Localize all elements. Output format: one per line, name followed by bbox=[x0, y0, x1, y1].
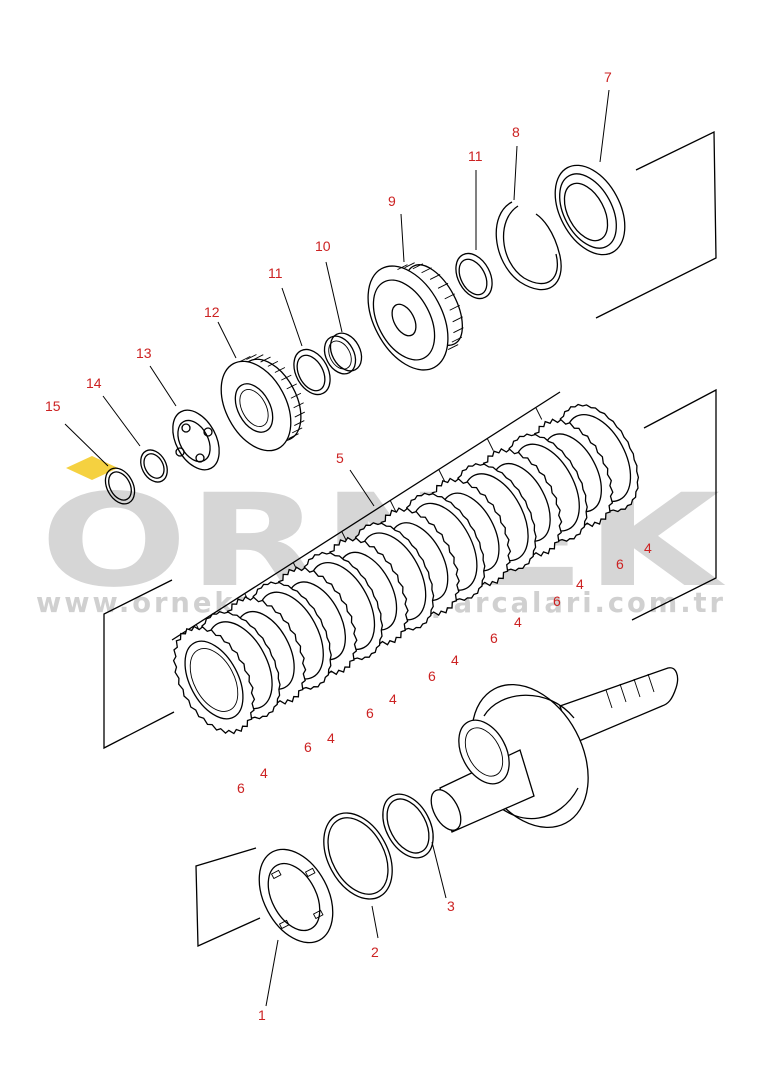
callout-3: 3 bbox=[447, 898, 455, 914]
clutch-pack-bracket bbox=[631, 388, 717, 621]
callout-6-d: 6 bbox=[428, 668, 436, 684]
callout-4-e: 4 bbox=[389, 691, 397, 707]
callout-12: 12 bbox=[204, 304, 220, 320]
part-13-bearing bbox=[172, 409, 220, 471]
leader-lines bbox=[64, 89, 610, 1007]
clutch-disc-stack bbox=[172, 403, 640, 735]
callout-4-b: 4 bbox=[576, 576, 584, 592]
part-14-ring bbox=[140, 449, 168, 483]
callout-4-g: 4 bbox=[260, 765, 268, 781]
watermark-logo-accent bbox=[66, 456, 118, 480]
callout-11-lower: 11 bbox=[268, 265, 283, 281]
callout-13: 13 bbox=[136, 345, 152, 361]
callout-6-b: 6 bbox=[553, 593, 561, 609]
callout-9: 9 bbox=[388, 193, 396, 209]
callout-6-g: 6 bbox=[237, 780, 245, 796]
callout-8: 8 bbox=[512, 124, 520, 140]
callout-1: 1 bbox=[258, 1007, 266, 1023]
callout-11-upper: 11 bbox=[468, 148, 483, 164]
part-1-piston bbox=[258, 848, 334, 944]
top-group-bracket bbox=[595, 130, 717, 319]
callout-4-a: 4 bbox=[644, 540, 652, 556]
clutch-pack-top-edge bbox=[171, 391, 561, 641]
clutch-drum-shaft bbox=[430, 667, 679, 833]
callout-6-e: 6 bbox=[366, 705, 374, 721]
callout-4-d: 4 bbox=[451, 652, 459, 668]
part-12-gear bbox=[220, 354, 305, 452]
part-10-needle-bearing bbox=[323, 332, 363, 375]
part-15-snap-ring bbox=[104, 467, 136, 505]
callout-4-f: 4 bbox=[327, 730, 335, 746]
clutch-pack-bracket-left bbox=[103, 579, 175, 750]
part-11-ring-upper bbox=[455, 252, 493, 300]
part-11-ring-lower bbox=[293, 348, 331, 396]
part-8-snap-ring bbox=[495, 201, 562, 291]
callout-10: 10 bbox=[315, 238, 331, 254]
part-9-gear-hub bbox=[367, 262, 464, 371]
callout-14: 14 bbox=[86, 375, 102, 391]
part-3-seal-ring bbox=[382, 793, 434, 859]
bottom-group-bracket bbox=[195, 847, 261, 947]
callout-labels: 7 8 11 9 10 11 12 13 14 15 5 4 6 4 6 4 6… bbox=[45, 69, 652, 1023]
callout-6-a: 6 bbox=[616, 556, 624, 572]
part-7-seal-carrier bbox=[554, 164, 626, 256]
callout-15: 15 bbox=[45, 398, 61, 414]
callout-6-f: 6 bbox=[304, 739, 312, 755]
callout-2: 2 bbox=[371, 944, 379, 960]
callout-5: 5 bbox=[336, 450, 344, 466]
callout-4-c: 4 bbox=[514, 614, 522, 630]
callout-6-c: 6 bbox=[490, 630, 498, 646]
callout-7: 7 bbox=[604, 69, 612, 85]
part-2-seal-ring bbox=[323, 812, 393, 900]
